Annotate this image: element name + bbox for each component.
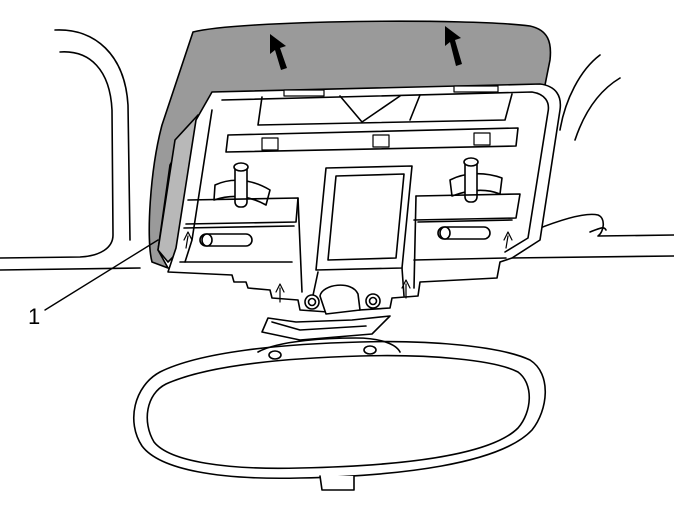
callout-leader-line-1	[44, 239, 159, 311]
up-arrow-icon	[270, 34, 287, 70]
alignment-arrow-left	[275, 283, 285, 303]
alignment-arrow-right	[401, 279, 411, 299]
up-arrow-icon	[445, 26, 462, 66]
console-crossbar	[225, 127, 519, 153]
console-cover	[148, 20, 552, 269]
lower-clip-left	[199, 233, 253, 247]
upper-slot-area	[257, 85, 513, 126]
mirror-mount	[261, 284, 391, 341]
callout-label-1: 1	[28, 304, 41, 329]
windshield-frame-left	[0, 29, 141, 271]
alignment-arrow-top	[183, 231, 193, 249]
console-compartments	[179, 193, 521, 263]
alignment-arrow-right-side	[503, 231, 513, 249]
central-opening	[297, 165, 417, 301]
windshield-frame-right	[509, 54, 674, 259]
lower-clip-right	[437, 226, 491, 240]
console-housing-inner-rim	[221, 91, 550, 253]
rear-view-mirror	[133, 337, 547, 491]
mounting-pin-right	[449, 157, 503, 203]
